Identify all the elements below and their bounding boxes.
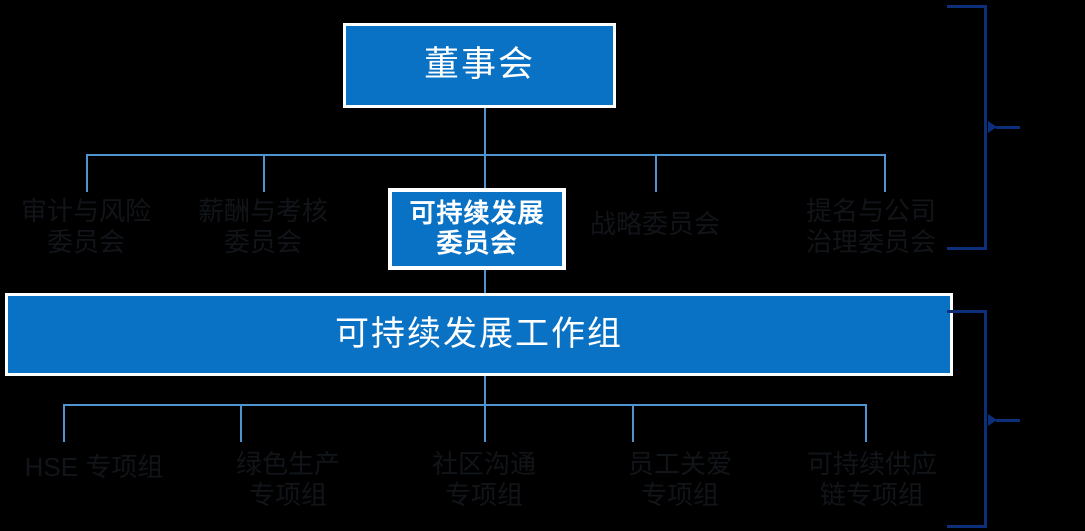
committee-nomination-governance-line1: 提名与公司 xyxy=(805,196,936,226)
team-supply-chain[interactable]: 可持续供应 链专项组 xyxy=(786,449,958,510)
bracket-execution-arrow-icon xyxy=(988,414,997,426)
team-employee-care-line2: 专项组 xyxy=(640,479,719,510)
team-community-line1: 社区沟通 xyxy=(431,449,536,479)
team-green-production-line2: 专项组 xyxy=(248,479,327,510)
connector-drop-strategy xyxy=(655,154,657,192)
committee-remuneration-line2: 委员会 xyxy=(223,226,302,257)
connector-board-to-bus xyxy=(484,108,486,155)
board-of-directors-box[interactable]: 董事会 xyxy=(343,23,616,108)
connector-drop-audit-risk xyxy=(86,154,88,192)
committee-audit-risk-line1: 审计与风险 xyxy=(20,196,151,226)
committee-strategy[interactable]: 战略委员会 xyxy=(569,209,741,240)
committee-audit-risk-line2: 委员会 xyxy=(46,226,125,257)
committee-sustainability-line2: 委员会 xyxy=(436,228,518,258)
connector-drop-nomination xyxy=(884,154,886,192)
connector-drop-green-production xyxy=(240,404,242,442)
committee-audit-risk[interactable]: 审计与风险 委员会 xyxy=(0,196,172,257)
connector-workgroup-to-bus xyxy=(484,376,486,405)
connector-drop-community xyxy=(484,404,486,442)
bracket-execution-level xyxy=(947,310,987,528)
sustainability-workgroup-label: 可持续发展工作组 xyxy=(335,314,623,353)
team-employee-care[interactable]: 员工关爱 专项组 xyxy=(594,449,766,510)
team-green-production[interactable]: 绿色生产 专项组 xyxy=(202,449,374,510)
team-supply-chain-line1: 可持续供应 xyxy=(806,449,937,479)
committee-sustainability-box[interactable]: 可持续发展 委员会 xyxy=(388,188,566,270)
team-employee-care-line1: 员工关爱 xyxy=(627,449,732,479)
committee-strategy-line1: 战略委员会 xyxy=(589,209,720,239)
committee-nomination-governance[interactable]: 提名与公司 治理委员会 xyxy=(785,196,957,257)
sustainability-workgroup-box[interactable]: 可持续发展工作组 xyxy=(5,293,953,376)
bracket-execution-stub xyxy=(996,419,1020,422)
team-hse-line1: HSE 专项组 xyxy=(24,452,164,482)
connector-drop-remuneration xyxy=(263,154,265,192)
bracket-governance-level xyxy=(947,5,987,250)
board-of-directors-label: 董事会 xyxy=(423,45,535,85)
team-community-line2: 专项组 xyxy=(444,479,523,510)
committee-nomination-governance-line2: 治理委员会 xyxy=(805,226,936,257)
committee-sustainability-label: 可持续发展 委员会 xyxy=(409,198,545,259)
connector-committee-to-workgroup xyxy=(484,270,486,296)
team-community[interactable]: 社区沟通 专项组 xyxy=(398,449,570,510)
bracket-governance-arrow-icon xyxy=(988,121,997,133)
connector-drop-sustainability xyxy=(484,154,486,188)
committee-remuneration[interactable]: 薪酬与考核 委员会 xyxy=(177,196,349,257)
team-hse[interactable]: HSE 专项组 xyxy=(8,452,180,483)
team-green-production-line1: 绿色生产 xyxy=(235,449,340,479)
team-supply-chain-line2: 链专项组 xyxy=(819,479,924,510)
bracket-governance-stub xyxy=(996,126,1020,129)
connector-team-bus xyxy=(63,404,865,406)
committee-remuneration-line1: 薪酬与考核 xyxy=(197,196,328,226)
connector-drop-hse xyxy=(63,404,65,442)
connector-drop-employee-care xyxy=(632,404,634,442)
committee-sustainability-line1: 可持续发展 xyxy=(409,198,545,229)
connector-drop-supply-chain xyxy=(865,404,867,442)
